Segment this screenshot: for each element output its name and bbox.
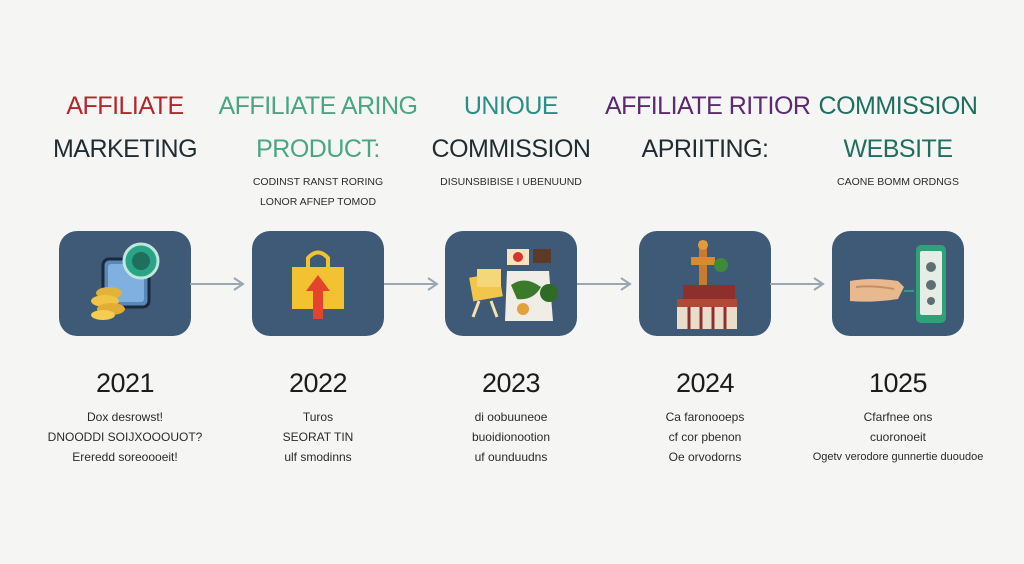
step-title-line1: AFFILIATE RITIOR [605,92,811,120]
mobile-payment-icon [850,245,946,323]
step-card [445,231,577,336]
step-year: 2024 [675,368,735,398]
step-desc-line2: cuoronoeit [869,430,927,444]
arrow-right-icon [384,277,439,291]
step-desc-line1: Dox desrowst! [86,410,164,424]
market-stall-icon [677,240,737,329]
step-subtitle-line2: LONOR AFNEP TOMOD [259,196,377,208]
step-desc-line3: Ereredd soreoooeit! [72,450,178,464]
step-desc-line1: Ca faronooeps [665,410,745,424]
step-desc-line3: ulf smodinns [284,450,352,464]
step-desc-line1: di oobuuneoe [474,410,548,424]
step-5: COMMISSION WEBSITE CAONE BOMM ORDNGS 102… [798,0,998,564]
step-title-line2: WEBSITE [843,135,953,163]
phone-coins-icon [91,242,160,320]
step-desc-line2: SEORAT TIN [282,430,354,444]
arrow-right-icon [770,277,825,291]
step-title-line2: MARKETING [52,135,198,163]
step-title-line2: PRODUCT: [256,135,380,163]
step-desc-line2: buoidionootion [471,430,551,444]
step-subtitle-line1: CAONE BOMM ORDNGS [837,176,959,188]
step-desc-line2: cf cor pbenon [668,430,742,444]
step-card [252,231,384,336]
shopping-bag-icon [292,250,344,319]
step-card [832,231,964,336]
step-2: AFFILIATE ARING PRODUCT: CODINST RANST R… [218,0,418,564]
arrow-right-icon [190,277,245,291]
step-title-line2: APRIITING: [641,135,769,163]
step-subtitle-line1: CODINST RANST RORING [252,176,384,188]
step-subtitle-line1: DISUNSBIBISE I UBENUUND [440,176,582,188]
step-card [59,231,191,336]
step-title-line1: AFFILIATE [66,92,184,120]
step-year: 1025 [868,368,928,398]
step-year: 2023 [481,368,541,398]
step-desc-line3: uf ounduudns [474,450,548,464]
step-desc-line3: Ogetv verodore gunnertie duoudoe [812,451,984,463]
step-desc-line1: Turos [302,410,334,424]
step-3: UNIOUE COMMISSION DISUNSBIBISE I UBENUUN… [411,0,611,564]
step-4: AFFILIATE RITIOR APRIITING: 2024 Ca faro… [605,0,811,564]
step-year: 2021 [95,368,155,398]
arrow-right-icon [577,277,632,291]
step-card [639,231,771,336]
step-title-line2: COMMISSION [431,135,591,163]
step-title-line1: UNIOUE [463,92,559,120]
step-desc-line3: Oe orvodorns [668,450,742,464]
step-1: AFFILIATE MARKETING 2021 Dox desrowst! D… [25,0,225,564]
products-collage-icon [469,249,558,321]
step-year: 2022 [288,368,348,398]
step-title-line1: AFFILIATE ARING [218,92,418,120]
step-desc-line1: Cfarfnee ons [863,410,933,424]
step-desc-line2: DNOODDI SOIJXOOOUOT? [47,430,203,444]
step-title-line1: COMMISSION [818,92,978,120]
